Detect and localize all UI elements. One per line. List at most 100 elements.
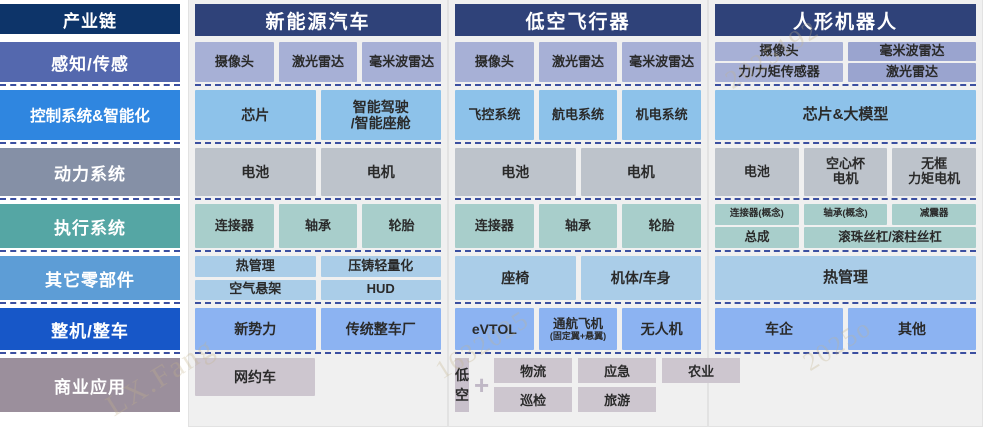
cell-low-altitude-key[interactable]: 低空 (455, 358, 469, 412)
cell-new-forces[interactable]: 新势力 (195, 308, 316, 350)
cell-airframe-body[interactable]: 机体/车身 (580, 256, 701, 300)
cell-electromechanical-system[interactable]: 机电系统 (622, 90, 702, 140)
cell-frameless-torque-motor[interactable]: 无框 力矩电机 (892, 148, 977, 196)
column-humanoid-robot: 人形机器人 摄像头 毫米波雷达 力/力矩传感器 激光雷达 芯片&大模型 (708, 0, 983, 427)
cells-laa-parts: 座椅 机体/车身 (455, 252, 701, 304)
row-title: 产业链 (0, 0, 180, 38)
cell-camera[interactable]: 摄像头 (715, 42, 843, 61)
cell-mmwave-radar[interactable]: 毫米波雷达 (848, 42, 976, 61)
row-label-perception-text: 感知/传感 (0, 42, 180, 82)
cell-camera[interactable]: 摄像头 (195, 42, 274, 82)
cell-diecast-lightweight[interactable]: 压铸轻量化 (320, 256, 441, 277)
cell-robot-app-empty (715, 358, 976, 412)
row-label-column: 产业链 感知/传感 控制系统&智能化 动力系统 执行系统 其它零部件 整机/整车… (0, 0, 186, 427)
column-header-laa-text: 低空飞行器 (455, 4, 701, 36)
cells-robot-perception: 摄像头 毫米波雷达 力/力矩传感器 激光雷达 (715, 38, 976, 86)
cell-avionics-system[interactable]: 航电系统 (538, 90, 618, 140)
cell-inspection[interactable]: 巡检 (494, 387, 573, 412)
column-header-laa: 低空飞行器 (455, 0, 701, 38)
cells-laa-power: 电池 电机 (455, 144, 701, 200)
cell-general-aviation-sub: (固定翼+悬翼) (549, 331, 607, 342)
cell-motor[interactable]: 电机 (320, 148, 441, 196)
plus-icon: + (474, 370, 490, 400)
cell-thermal-management[interactable]: 热管理 (195, 256, 316, 277)
row-label-vehicle-text: 整机/整车 (0, 308, 180, 350)
cell-chip-and-large-model[interactable]: 芯片&大模型 (715, 90, 976, 140)
cell-bearing[interactable]: 轴承 (278, 204, 358, 248)
cells-nev-control: 芯片 智能驾驶 /智能座舱 (195, 86, 441, 144)
cell-assembly[interactable]: 总成 (715, 227, 799, 248)
cell-shock-absorber[interactable]: 减震器 (892, 204, 977, 225)
cell-tourism[interactable]: 旅游 (578, 387, 657, 412)
cell-lidar[interactable]: 激光雷达 (538, 42, 618, 82)
cell-flight-control-system[interactable]: 飞控系统 (455, 90, 534, 140)
cell-traditional-oem[interactable]: 传统整车厂 (320, 308, 441, 350)
cells-robot-control: 芯片&大模型 (715, 86, 976, 144)
row-label-power: 动力系统 (0, 144, 180, 200)
cell-mmwave-radar[interactable]: 毫米波雷达 (622, 42, 702, 82)
cell-force-torque-sensor[interactable]: 力/力矩传感器 (715, 63, 843, 82)
cell-seat[interactable]: 座椅 (455, 256, 576, 300)
cells-nev-perception: 摄像头 激光雷达 毫米波雷达 (195, 38, 442, 86)
cells-laa-control: 飞控系统 航电系统 机电系统 (455, 86, 702, 144)
cell-emergency[interactable]: 应急 (578, 358, 657, 383)
cell-others[interactable]: 其他 (848, 308, 976, 350)
row-label-execution-text: 执行系统 (0, 204, 180, 248)
row-label-control: 控制系统&智能化 (0, 86, 180, 144)
cell-air-suspension[interactable]: 空气悬架 (195, 279, 316, 300)
cell-bearing[interactable]: 轴承 (538, 204, 618, 248)
cell-hud[interactable]: HUD (320, 279, 441, 300)
cell-lidar[interactable]: 激光雷达 (848, 63, 976, 82)
column-header-robot: 人形机器人 (715, 0, 976, 38)
cells-robot-parts: 热管理 (715, 252, 976, 304)
cell-camera[interactable]: 摄像头 (455, 42, 534, 82)
cell-evtol[interactable]: eVTOL (455, 308, 534, 350)
row-label-parts: 其它零部件 (0, 252, 180, 304)
cells-nev-power: 电池 电机 (195, 144, 441, 200)
cell-logistics[interactable]: 物流 (494, 358, 573, 383)
cell-tire[interactable]: 轮胎 (362, 204, 442, 248)
cell-battery[interactable]: 电池 (195, 148, 316, 196)
cell-battery[interactable]: 电池 (715, 148, 799, 196)
cell-ball-roller-screw[interactable]: 滚珠丝杠/滚柱丝杠 (803, 227, 976, 248)
cell-coreless-motor[interactable]: 空心杯 电机 (803, 148, 888, 196)
row-label-application-text: 商业应用 (0, 358, 180, 412)
cell-connector[interactable]: 连接器 (455, 204, 534, 248)
column-header-robot-text: 人形机器人 (715, 4, 976, 36)
cell-motor[interactable]: 电机 (580, 148, 701, 196)
cells-laa-perception: 摄像头 激光雷达 毫米波雷达 (455, 38, 702, 86)
cell-agriculture[interactable]: 农业 (662, 358, 741, 383)
cell-battery[interactable]: 电池 (455, 148, 576, 196)
page-title: 产业链 (0, 4, 180, 34)
cells-nev-application: 网约车 (195, 354, 441, 416)
cell-drone[interactable]: 无人机 (622, 308, 702, 350)
cell-general-aviation-aircraft[interactable]: 通航飞机 (固定翼+悬翼) (538, 308, 618, 350)
cell-smart-driving-cockpit[interactable]: 智能驾驶 /智能座舱 (320, 90, 441, 140)
row-label-control-text: 控制系统&智能化 (0, 90, 180, 140)
cells-robot-execution: 连接器(概念) 轴承(概念) 减震器 总成 滚珠丝杠/滚柱丝杠 (715, 200, 977, 252)
cell-connector[interactable]: 连接器 (195, 204, 274, 248)
cells-nev-parts: 热管理 压铸轻量化 空气悬架 HUD (195, 252, 441, 304)
cells-robot-application (715, 354, 976, 416)
cell-connector-concept[interactable]: 连接器(概念) (715, 204, 799, 225)
cells-laa-vehicle: eVTOL 通航飞机 (固定翼+悬翼) 无人机 (455, 304, 702, 354)
cell-mmwave-radar[interactable]: 毫米波雷达 (362, 42, 442, 82)
cell-bearing-concept[interactable]: 轴承(概念) (803, 204, 888, 225)
row-label-perception: 感知/传感 (0, 38, 180, 86)
cell-nev-app-empty (320, 358, 441, 360)
cell-thermal-management[interactable]: 热管理 (715, 256, 976, 300)
row-label-power-text: 动力系统 (0, 148, 180, 196)
cells-robot-vehicle: 车企 其他 (715, 304, 976, 354)
cell-automakers[interactable]: 车企 (715, 308, 843, 350)
row-label-vehicle: 整机/整车 (0, 304, 180, 354)
cells-laa-application: 低空 + 物流 应急 农业 巡检 旅游 (455, 354, 741, 416)
cells-nev-vehicle: 新势力 传统整车厂 (195, 304, 441, 354)
column-header-nev: 新能源汽车 (195, 0, 441, 38)
cell-tire[interactable]: 轮胎 (622, 204, 702, 248)
row-label-parts-text: 其它零部件 (0, 256, 180, 300)
cell-chip[interactable]: 芯片 (195, 90, 316, 140)
cell-lidar[interactable]: 激光雷达 (278, 42, 358, 82)
cell-ride-hailing[interactable]: 网约车 (195, 358, 315, 396)
